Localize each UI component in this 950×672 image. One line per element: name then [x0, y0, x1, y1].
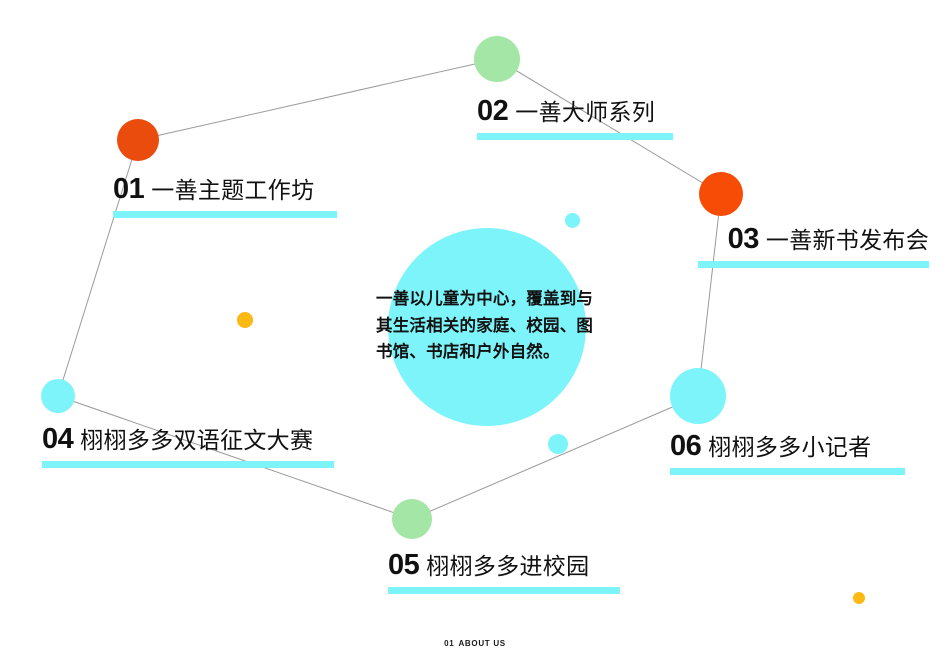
- item-06-row: 06 栩栩多多小记者: [670, 432, 905, 461]
- item-05-number: 05: [388, 549, 420, 581]
- item-02[interactable]: 02 一善大师系列: [477, 97, 673, 140]
- item-05-row: 05 栩栩多多进校园: [388, 551, 620, 580]
- item-06[interactable]: 06 栩栩多多小记者: [670, 432, 905, 475]
- item-05-underline: [388, 587, 620, 594]
- item-03[interactable]: 03 一善新书发布会: [698, 225, 929, 268]
- node-dot-02[interactable]: [474, 36, 520, 82]
- item-03-row: 03 一善新书发布会: [698, 225, 929, 254]
- footer-label: ABOUT US: [458, 639, 506, 648]
- deco-dot-yellow-bottom-right: [853, 592, 865, 604]
- item-03-label: 一善新书发布会: [765, 227, 929, 253]
- node-dot-04[interactable]: [41, 379, 75, 413]
- item-06-number: 06: [670, 430, 702, 462]
- deco-dot-yellow-left: [237, 312, 253, 328]
- deco-dot-cyan-top: [565, 213, 580, 228]
- item-01-number: 01: [113, 173, 145, 205]
- item-02-number: 02: [477, 95, 509, 127]
- item-04-label: 栩栩多多双语征文大赛: [80, 427, 314, 453]
- node-dot-01[interactable]: [117, 119, 159, 161]
- item-01-label: 一善主题工作坊: [151, 177, 315, 203]
- deco-dot-cyan-bottom: [548, 434, 568, 454]
- item-01-underline: [113, 211, 337, 218]
- node-dot-03[interactable]: [699, 172, 743, 216]
- item-04-row: 04 栩栩多多双语征文大赛: [42, 425, 334, 454]
- item-03-number: 03: [727, 223, 760, 255]
- item-04-underline: [42, 461, 334, 468]
- center-description: 一善以儿童为中心，覆盖到与其生活相关的家庭、校园、图书馆、书店和户外自然。: [376, 290, 594, 362]
- item-03-underline: [698, 261, 929, 268]
- item-04[interactable]: 04 栩栩多多双语征文大赛: [42, 425, 334, 468]
- item-01[interactable]: 01 一善主题工作坊: [113, 175, 337, 218]
- item-02-underline: [477, 133, 673, 140]
- item-06-label: 栩栩多多小记者: [708, 434, 872, 460]
- item-02-row: 02 一善大师系列: [477, 97, 673, 126]
- center-bubble: [388, 228, 586, 426]
- item-05-label: 栩栩多多进校园: [426, 553, 590, 579]
- node-dot-05[interactable]: [392, 499, 432, 539]
- item-01-row: 01 一善主题工作坊: [113, 175, 337, 204]
- item-02-label: 一善大师系列: [515, 99, 656, 125]
- item-05[interactable]: 05 栩栩多多进校园: [388, 551, 620, 594]
- footer-number: 01: [444, 639, 455, 648]
- item-04-number: 04: [42, 423, 74, 455]
- item-06-underline: [670, 468, 905, 475]
- node-dot-06[interactable]: [670, 368, 726, 424]
